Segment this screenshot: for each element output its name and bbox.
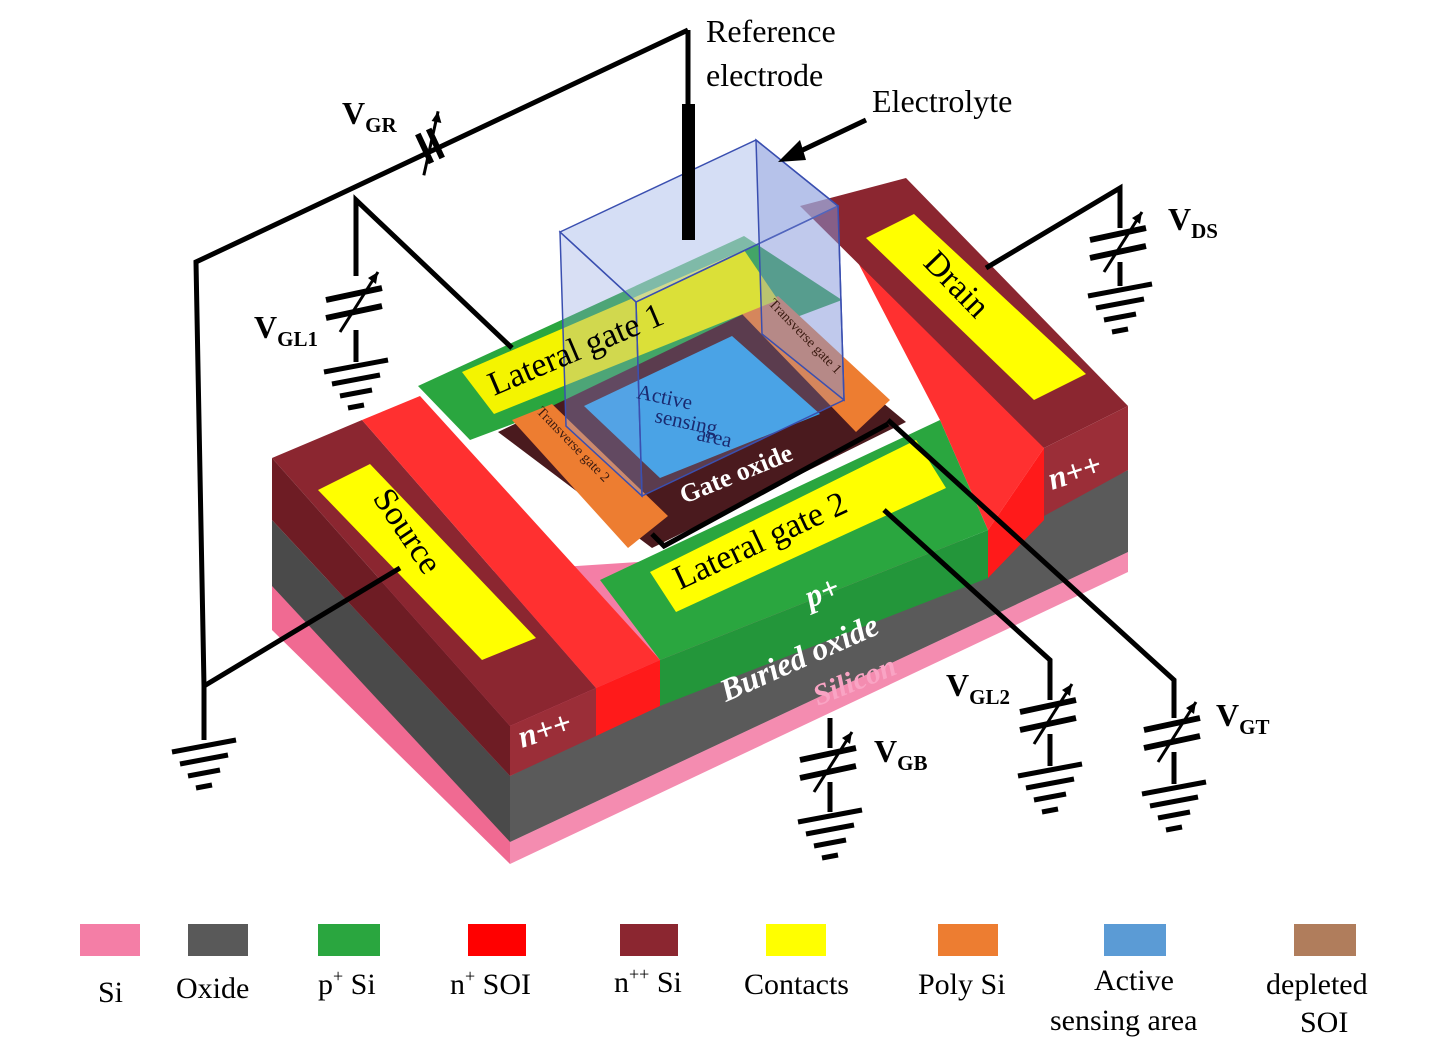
vgl2-label: VGL2 xyxy=(946,667,1010,709)
svg-text:n++ Si: n++ Si xyxy=(614,964,682,999)
external-labels: Reference electrode Electrolyte VGR VGL1… xyxy=(254,13,1269,775)
legend-item-depleted-soi: depleted SOI xyxy=(1266,924,1368,1039)
legend-item-n-soi: n+ SOI xyxy=(450,924,531,1001)
transverse-gate-1-body xyxy=(742,296,890,432)
vgl1-source xyxy=(326,272,382,332)
legend-swatch-poly-si xyxy=(938,924,998,956)
vgr-source xyxy=(415,110,445,176)
transverse-gate-2-body xyxy=(512,404,668,548)
electrolyte-arrowhead xyxy=(778,140,806,162)
silicon-layer-left xyxy=(272,586,510,864)
ground-vgl1 xyxy=(324,360,388,408)
legend-item-active-sensing: Active sensing area xyxy=(1050,924,1197,1037)
active-sensing-area-body xyxy=(584,336,820,478)
legend-swatch-p-si xyxy=(318,924,380,956)
svg-text:n+ SOI: n+ SOI xyxy=(450,966,531,1001)
svg-text:sensing area: sensing area xyxy=(1050,1004,1197,1037)
circuit-wiring xyxy=(193,27,1177,812)
contacts xyxy=(318,214,1086,660)
source-contact xyxy=(318,464,536,660)
n-soi-right-front xyxy=(988,448,1044,578)
vgr-label: VGR xyxy=(342,95,397,137)
n-soi-left-front xyxy=(596,660,660,736)
legend-item-poly-si: Poly Si xyxy=(918,924,1006,1001)
svg-text:depleted: depleted xyxy=(1266,968,1368,1001)
n-pp-source-front xyxy=(510,688,596,776)
n-pp-drain-front xyxy=(1044,406,1128,516)
n-soi-left-top xyxy=(362,396,660,688)
legend-swatch-n-soi xyxy=(468,924,526,956)
electrolyte-label: Electrolyte xyxy=(872,83,1012,119)
lateral-gate-2-contact xyxy=(650,440,946,612)
legend-item-p-si: p+ Si xyxy=(318,924,380,1001)
legend-swatch-si xyxy=(80,924,140,956)
legend-item-si: Si xyxy=(80,924,140,1009)
legend-swatch-contacts xyxy=(766,924,826,956)
n-pp-source-left xyxy=(272,458,510,776)
svg-text:p+ Si: p+ Si xyxy=(318,966,376,1001)
svg-text:SOI: SOI xyxy=(1300,1006,1348,1039)
buried-oxide-left xyxy=(272,520,510,842)
ground-vgb xyxy=(798,810,862,858)
lateral-gate-1-contact xyxy=(462,250,778,414)
vds-label: VDS xyxy=(1168,201,1218,243)
legend-swatch-active-sensing xyxy=(1104,924,1166,956)
vgl1-label: VGL1 xyxy=(254,309,318,351)
svg-text:Si: Si xyxy=(98,976,123,1009)
legend-item-contacts: Contacts xyxy=(744,924,849,1001)
reference-electrode-label-line2: electrode xyxy=(706,57,823,93)
ground-vgl2 xyxy=(1018,764,1082,812)
ground-vgt xyxy=(1142,782,1206,830)
legend-swatch-depleted-soi xyxy=(1294,924,1356,956)
reference-electrode-label-line1: Reference xyxy=(706,13,836,49)
svg-text:Poly Si: Poly Si xyxy=(918,968,1006,1001)
svg-text:Contacts: Contacts xyxy=(744,968,849,1001)
ground-source xyxy=(172,740,236,788)
svg-text:Active: Active xyxy=(1094,964,1174,997)
silicon-layer-front xyxy=(510,552,1128,864)
ground-vds xyxy=(1088,284,1152,332)
legend-swatch-oxide xyxy=(188,924,248,956)
legend-swatch-npp-si xyxy=(620,924,678,956)
vgt-label: VGT xyxy=(1216,697,1269,739)
legend: Si Oxide p+ Si n+ SOI n++ Si Contacts Po… xyxy=(80,924,1368,1039)
drain-contact xyxy=(866,214,1086,400)
legend-item-npp-si: n++ Si xyxy=(614,924,682,999)
svg-text:Oxide: Oxide xyxy=(176,972,249,1005)
p-plus-region-front xyxy=(660,530,988,706)
reference-electrode xyxy=(682,30,695,240)
legend-item-oxide: Oxide xyxy=(176,924,249,1005)
vgb-label: VGB xyxy=(874,733,927,775)
electrolyte-container xyxy=(558,138,845,498)
